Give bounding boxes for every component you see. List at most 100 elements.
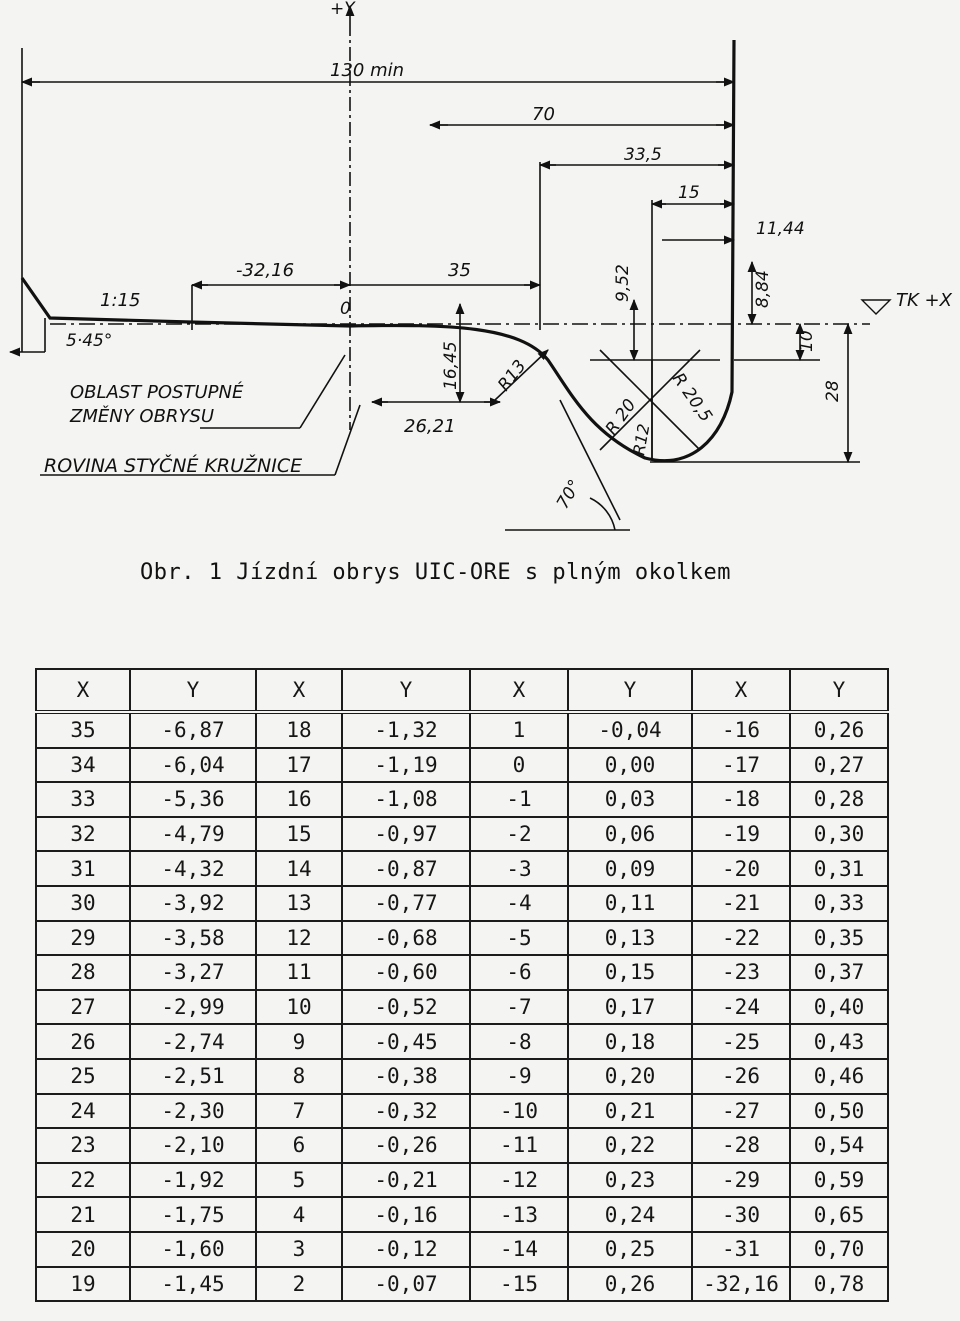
table-cell: -6,04: [129, 746, 257, 784]
table-cell: -29: [691, 1161, 791, 1199]
table-cell: -2,30: [129, 1092, 257, 1130]
column-header-y: Y: [567, 668, 693, 713]
chamfer-label: 5·45°: [66, 331, 112, 351]
table-cell: 0,28: [789, 781, 889, 818]
table-cell: -4,79: [129, 815, 257, 853]
table-cell: 0,30: [789, 815, 889, 853]
table-cell: 0,18: [567, 1023, 693, 1060]
table-cell: -1,19: [341, 746, 471, 784]
table-cell: 0,33: [789, 884, 889, 922]
axis-x-label: TK +X: [896, 290, 953, 311]
dim-16-45-label: 16,45: [441, 341, 461, 390]
table-cell: 0,70: [789, 1230, 889, 1268]
table-cell: 22: [35, 1161, 131, 1199]
table-cell: 23: [35, 1127, 131, 1164]
table-cell: 15: [255, 815, 343, 853]
table-cell: -5: [469, 919, 569, 957]
table-cell: 0,15: [567, 954, 693, 991]
table-cell: 0,43: [789, 1023, 889, 1060]
table-cell: 3: [255, 1230, 343, 1268]
figure-caption: Obr. 1 Jízdní obrys UIC-ORE s plným okol…: [140, 560, 732, 585]
dim-70-label: 70: [532, 104, 555, 125]
table-cell: 5: [255, 1161, 343, 1199]
table-cell: -2: [469, 815, 569, 853]
table-cell: 0,13: [567, 919, 693, 957]
table-cell: -24: [691, 988, 791, 1026]
table-cell: -3,58: [129, 919, 257, 957]
dim-9-52-label: 9,52: [613, 264, 633, 302]
table-cell: 0,00: [567, 746, 693, 784]
table-cell: -1,75: [129, 1196, 257, 1233]
column-header-x: X: [255, 668, 343, 713]
table-cell: 4: [255, 1196, 343, 1233]
table-cell: -13: [469, 1196, 569, 1233]
table-cell: 31: [35, 850, 131, 887]
table-cell: -30: [691, 1196, 791, 1233]
table-cell: -0,04: [567, 711, 693, 749]
table-cell: -27: [691, 1092, 791, 1130]
table-cell: 13: [255, 884, 343, 922]
table-cell: -1: [469, 781, 569, 818]
table-cell: 30: [35, 884, 131, 922]
table-cell: 21: [35, 1196, 131, 1233]
table-cell: 0,31: [789, 850, 889, 887]
table-cell: -20: [691, 850, 791, 887]
column-header-x: X: [469, 668, 569, 713]
table-cell: 0,11: [567, 884, 693, 922]
table-cell: -4,32: [129, 850, 257, 887]
table-cell: -5,36: [129, 781, 257, 818]
table-cell: 9: [255, 1023, 343, 1060]
table-cell: -0,32: [341, 1092, 471, 1130]
table-cell: 14: [255, 850, 343, 887]
label-oblast-line2: ZMĚNY OBRYSU: [69, 405, 214, 427]
table-cell: 27: [35, 988, 131, 1026]
table-cell: -0,07: [341, 1265, 471, 1303]
table-cell: 28: [35, 954, 131, 991]
dim-R12-label: R12: [629, 422, 653, 456]
table-cell: -21: [691, 884, 791, 922]
table-cell: 0,26: [789, 711, 889, 749]
table-cell: 0,21: [567, 1092, 693, 1130]
table-cell: -2,99: [129, 988, 257, 1026]
table-cell: 35: [35, 711, 131, 749]
table-cell: -11: [469, 1127, 569, 1164]
table-cell: -14: [469, 1230, 569, 1268]
table-cell: -1,08: [341, 781, 471, 818]
column-header-x: X: [691, 668, 791, 713]
table-cell: -1,32: [341, 711, 471, 749]
table-cell: -0,68: [341, 919, 471, 957]
table-cell: -0,12: [341, 1230, 471, 1268]
table-cell: -0,60: [341, 954, 471, 991]
table-cell: 0,09: [567, 850, 693, 887]
table-cell: -12: [469, 1161, 569, 1199]
table-cell: -6: [469, 954, 569, 991]
table-cell: 0,50: [789, 1092, 889, 1130]
table-cell: 0,03: [567, 781, 693, 818]
table-cell: 1: [469, 711, 569, 749]
table-cell: 17: [255, 746, 343, 784]
table-cell: -6,87: [129, 711, 257, 749]
table-cell: -2,74: [129, 1023, 257, 1060]
table-cell: -0,38: [341, 1057, 471, 1095]
table-cell: 0,20: [567, 1057, 693, 1095]
axis-y-label: +Y: [330, 0, 356, 19]
table-cell: -2,10: [129, 1127, 257, 1164]
table-cell: 0,78: [789, 1265, 889, 1303]
table-cell: 29: [35, 919, 131, 957]
table-cell: -19: [691, 815, 791, 853]
dim-10-label: 10: [797, 330, 817, 352]
